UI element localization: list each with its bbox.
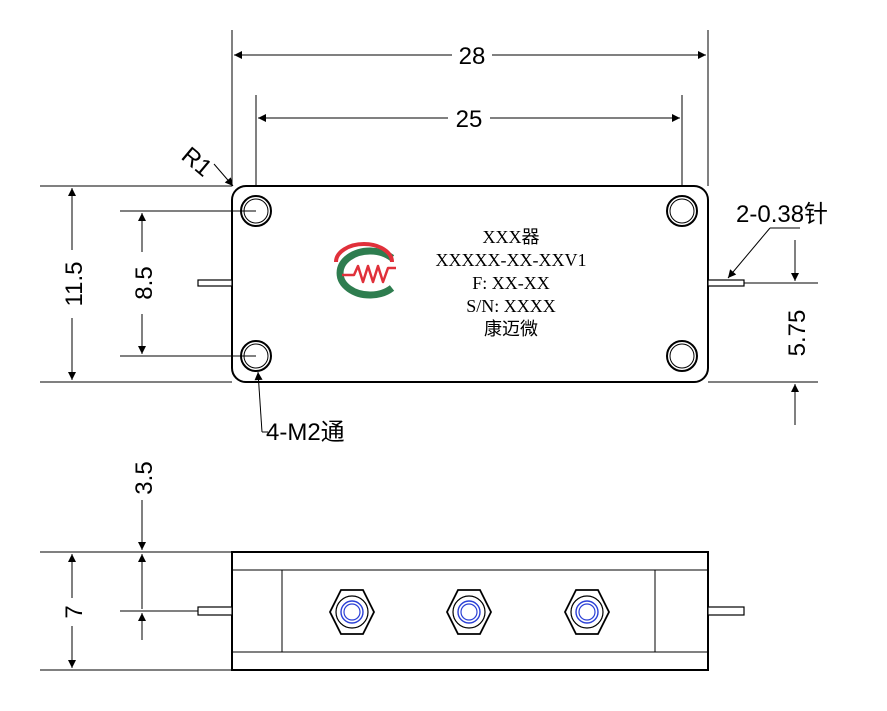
label-line-5: 康迈微 [484, 319, 538, 339]
dim-hole-spacing-y-label: 8.5 [131, 266, 158, 299]
dim-corner-radius-label: R1 [176, 142, 217, 182]
module-body-top [231, 185, 709, 383]
dim-hole-spacing-x-label: 25 [456, 106, 483, 133]
sma-connector-icon [445, 589, 493, 635]
sma-connector-icon [328, 589, 376, 635]
dim-pin-offset-label: 5.75 [784, 310, 811, 357]
pin-right-top [707, 279, 745, 287]
dim-overall-width-label: 28 [459, 43, 486, 70]
dim-side-pin-height-label: 3.5 [131, 461, 158, 494]
dim-hole-spacing-x: 25 [255, 95, 683, 200]
mount-hole-icon [666, 340, 698, 372]
dim-side-thickness: 7 [40, 551, 232, 671]
dim-overall-height-label: 11.5 [61, 262, 88, 307]
pin-right-side [707, 606, 745, 616]
label-line-3: F: XX-XX [472, 273, 550, 293]
dim-corner-radius: R1 [176, 142, 234, 187]
dim-side-thickness-label: 7 [61, 605, 88, 618]
mount-hole-icon [666, 195, 698, 227]
dim-mount-holes: 4-M2通 [254, 371, 345, 446]
dim-overall-width: 28 [231, 30, 709, 186]
label-line-1: XXX器 [483, 227, 540, 247]
pin-left-side [197, 606, 233, 616]
dim-mount-holes-label: 4-M2通 [266, 419, 345, 446]
dim-side-pin-height: 3.5 [120, 461, 198, 640]
label-line-2: XXXXX-XX-XXV1 [436, 250, 587, 270]
label-line-4: S/N: XXXX [466, 296, 556, 316]
sma-connector-icon [563, 589, 611, 635]
dim-overall-height: 11.5 [40, 185, 232, 383]
dim-pin-spec-label: 2-0.38针 [736, 201, 828, 228]
dim-pin-offset: 5.75 [708, 240, 818, 425]
side-view: 7 3.5 [40, 461, 745, 671]
dim-pin-spec: 2-0.38针 [727, 201, 828, 279]
dim-hole-spacing-y: 8.5 [120, 210, 256, 357]
kmw-logo-icon [334, 242, 396, 299]
product-label: XXX器 XXXXX-XX-XXV1 F: XX-XX S/N: XXXX 康迈… [436, 227, 587, 339]
top-view: 28 25 R1 [40, 30, 828, 446]
pin-left-top [197, 279, 233, 287]
